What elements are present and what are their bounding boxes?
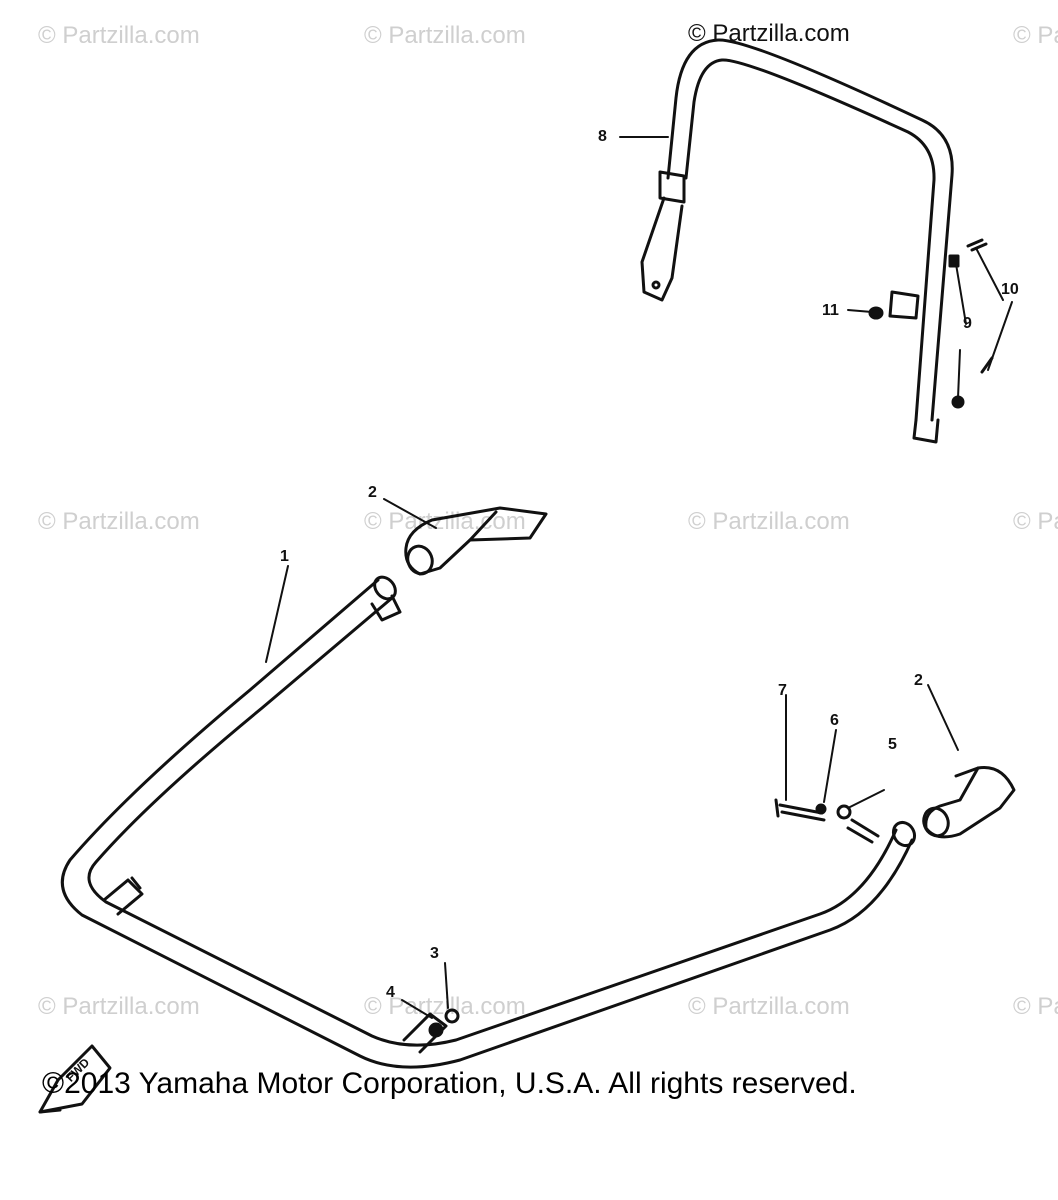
watermark: © Partzilla.com [688,993,850,1020]
hardware-lower [428,798,880,1038]
callout-8[interactable]: 8 [598,128,607,145]
watermark: © Partzilla.com [1013,993,1058,1020]
fwd-arrow-icon [38,1044,112,1114]
watermark: © Partzilla.com [38,993,200,1020]
handle-grip-upper [404,506,548,576]
upper-hoop-bar [640,38,954,444]
watermark: © Partzilla.com [1013,508,1058,535]
callout-11[interactable]: 11 [822,302,839,319]
callout-10[interactable]: 10 [1001,281,1019,298]
watermark: © Partzilla.com [364,508,526,535]
hardware-upper [868,238,994,409]
handle-grip-lower [922,765,1016,839]
watermark: © Partzilla.com [688,508,850,535]
bumper-loop [60,575,917,1069]
callout-leaders [265,136,1013,1019]
callout-2-lower[interactable]: 2 [914,672,923,689]
watermark: © Partzilla.com [1013,22,1058,49]
callout-2-upper[interactable]: 2 [368,484,377,501]
callout-6[interactable]: 6 [830,712,839,729]
callout-3[interactable]: 3 [430,945,439,962]
watermark: © Partzilla.com [364,22,526,49]
callout-7[interactable]: 7 [778,682,787,699]
copyright-notice: ©2013 Yamaha Motor Corporation, U.S.A. A… [42,1067,857,1100]
watermark-top: © Partzilla.com [688,20,850,47]
callout-9[interactable]: 9 [963,315,972,332]
callout-1[interactable]: 1 [280,548,289,565]
callout-4[interactable]: 4 [386,984,395,1001]
watermark: © Partzilla.com [38,22,200,49]
callout-5[interactable]: 5 [888,736,897,753]
watermark: © Partzilla.com [38,508,200,535]
